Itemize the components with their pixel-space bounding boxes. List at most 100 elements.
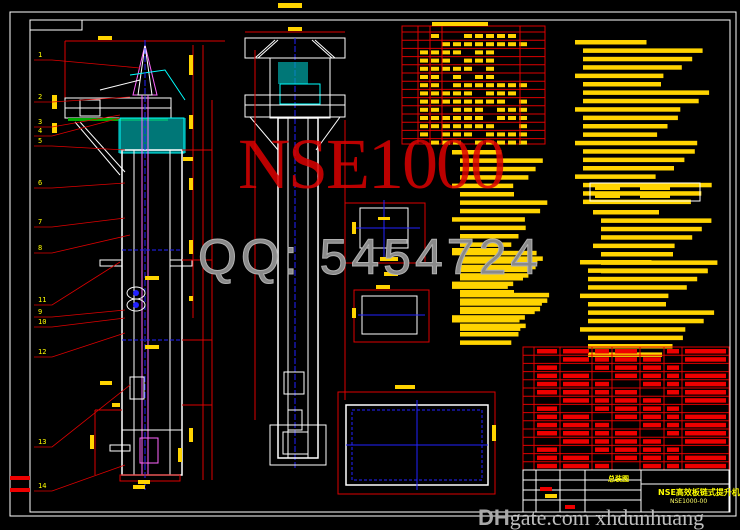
parts-cell-text (643, 357, 661, 362)
table-cell-text (464, 67, 472, 71)
table-cell-text (508, 34, 516, 38)
parts-cell-text (685, 349, 726, 354)
parts-cell-text (537, 406, 557, 411)
leader-line (34, 60, 140, 68)
parts-cell-text (643, 447, 661, 452)
note-line (583, 149, 695, 154)
note-line (583, 124, 668, 129)
parts-cell-text (563, 431, 589, 436)
note-line (588, 336, 683, 341)
note-line (601, 235, 692, 240)
parts-cell-text (667, 382, 679, 387)
callout-label: 5 (38, 137, 42, 145)
parts-cell-text (667, 365, 679, 370)
leader-line (34, 385, 130, 447)
parts-cell-text (667, 374, 679, 379)
leader-line (34, 235, 130, 253)
table-cell-text (475, 100, 483, 104)
note-line (588, 302, 666, 307)
leader-line (34, 218, 125, 227)
parts-cell-text (615, 374, 637, 379)
note-line (583, 158, 684, 163)
table-cell-text (431, 67, 439, 71)
parts-cell-text (685, 382, 726, 387)
note-line (583, 90, 709, 95)
parts-cell-text (667, 431, 679, 436)
parts-cell-text (537, 382, 557, 387)
parts-cell-text (595, 365, 609, 370)
note-line (593, 210, 659, 215)
qq-watermark: QQ: 5454724 (198, 232, 542, 282)
parts-cell-text (563, 390, 589, 395)
note-line (583, 82, 661, 87)
table-cell-text (475, 83, 483, 87)
parts-cell-text (615, 357, 637, 362)
table-cell-text (464, 34, 472, 38)
note-line (583, 57, 692, 62)
table-cell-text (431, 91, 439, 95)
note-line (588, 319, 704, 324)
parts-cell-text (643, 415, 661, 420)
callout-label: 12 (38, 348, 46, 356)
parts-cell-text (595, 464, 609, 469)
parts-cell-text (595, 439, 609, 444)
note-line (452, 217, 525, 222)
table-cell-text (486, 42, 494, 46)
parts-cell-text (563, 382, 589, 387)
parts-cell-text (685, 456, 726, 461)
table-cell-text (420, 50, 428, 54)
table-cell-text (497, 91, 505, 95)
parts-cell-text (615, 439, 637, 444)
table-cell-text (420, 116, 428, 120)
table-cell-text (497, 83, 505, 87)
parts-cell-text (643, 365, 661, 370)
site-brand: DH (478, 505, 510, 530)
callout-label: 14 (38, 482, 46, 490)
table-cell-text (464, 100, 472, 104)
table-cell-text (508, 91, 516, 95)
view-name: 总装图 (608, 474, 629, 484)
parts-cell-text (685, 398, 726, 403)
note-line (460, 324, 526, 329)
table-cell-text (475, 116, 483, 120)
side-mark (10, 476, 30, 480)
parts-cell-text (615, 456, 637, 461)
note-line (588, 310, 714, 315)
table-cell-text (453, 116, 461, 120)
note-line (575, 74, 663, 79)
table-cell-text (464, 59, 472, 63)
parts-cell-text (595, 406, 609, 411)
parts-cell-text (667, 447, 679, 452)
note-line (452, 315, 525, 320)
parts-cell-text (685, 423, 726, 428)
table-cell-text (420, 91, 428, 95)
note-line (575, 141, 697, 146)
parts-cell-text (615, 398, 637, 403)
table-cell-text (442, 42, 450, 46)
parts-cell-text (595, 349, 609, 354)
table-cell-text (464, 116, 472, 120)
table-cell-text (442, 91, 450, 95)
leader-line (34, 262, 120, 305)
table-cell-text (486, 59, 494, 63)
callout-label: 8 (38, 244, 42, 252)
table-cell-text (431, 34, 439, 38)
note-line (460, 209, 540, 214)
note-line (583, 99, 699, 104)
callout-label: 10 (38, 318, 46, 326)
table-cell-text (508, 108, 516, 112)
note-line (601, 227, 702, 232)
note-line (580, 260, 652, 265)
table-cell-text (464, 42, 472, 46)
parts-cell-text (685, 390, 726, 395)
top-label-block (278, 3, 302, 8)
parts-cell-text (537, 464, 557, 469)
parts-cell-text (595, 447, 609, 452)
parts-cell-text (667, 349, 679, 354)
callout-label: 4 (38, 127, 42, 135)
note-line (583, 116, 678, 121)
parts-cell-text (595, 423, 609, 428)
leader-line (34, 318, 125, 327)
note-line (580, 294, 668, 299)
parts-cell-text (595, 431, 609, 436)
